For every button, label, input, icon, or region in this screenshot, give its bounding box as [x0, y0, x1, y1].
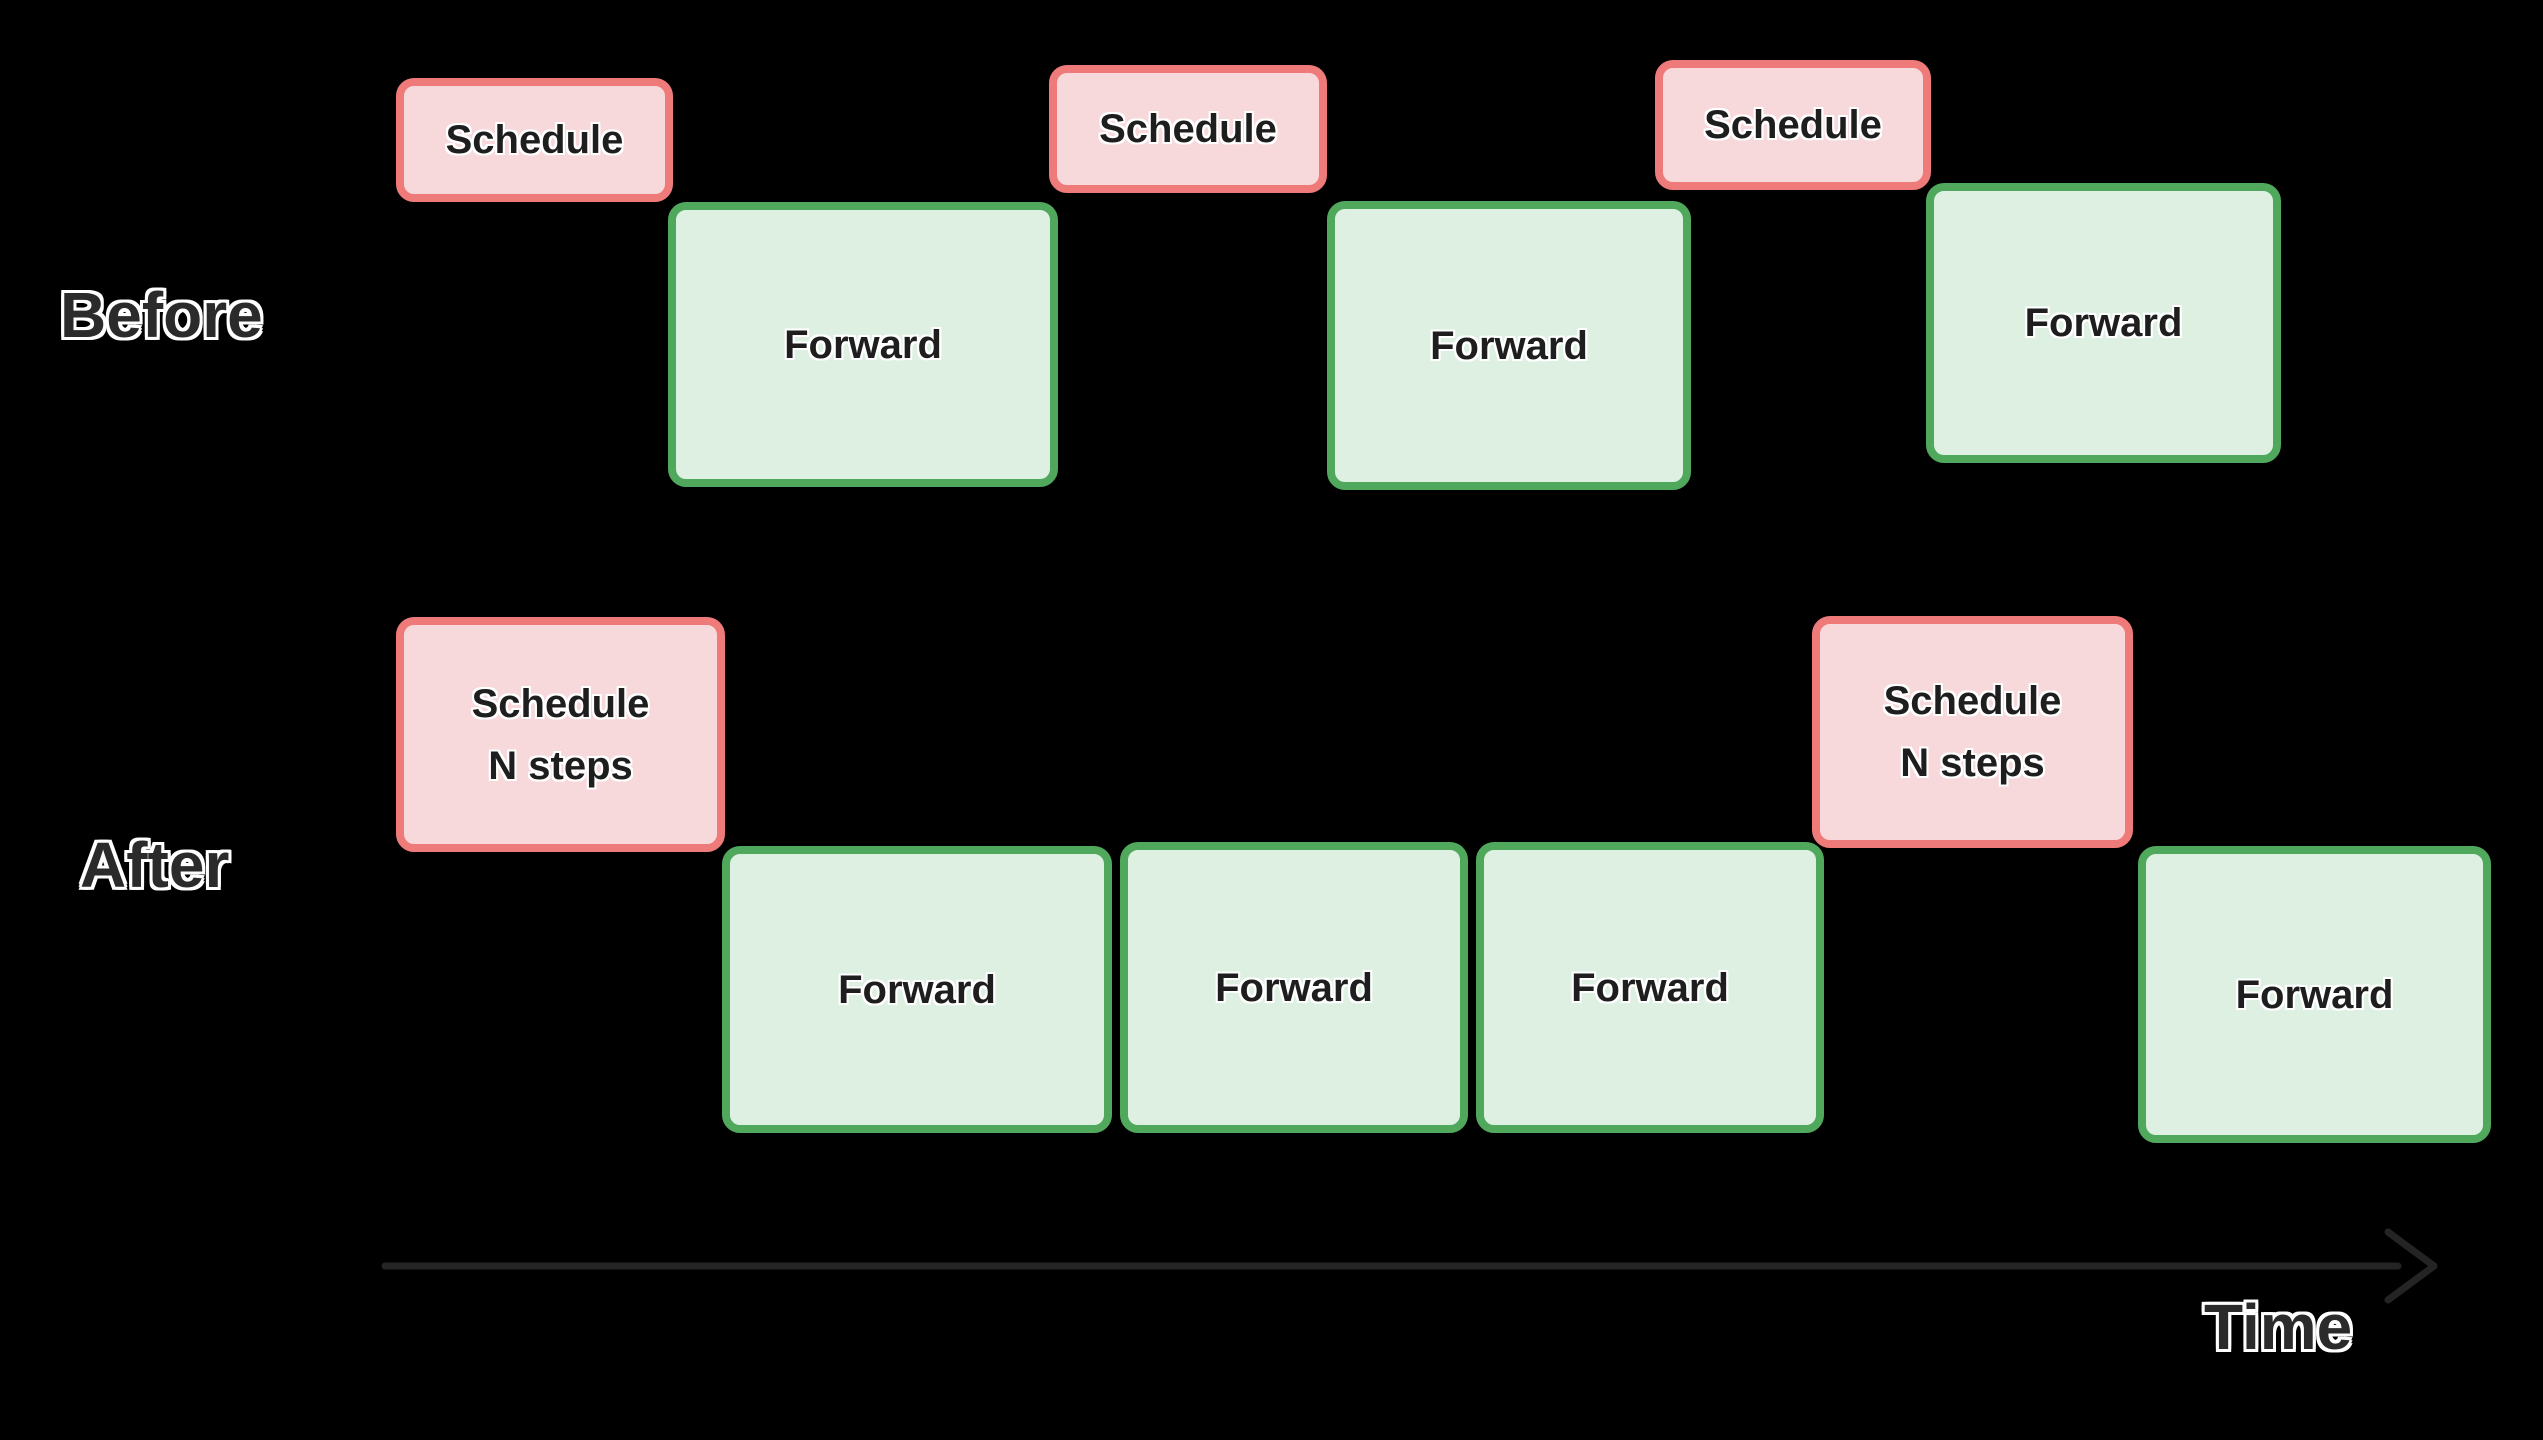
- after-schedule-n-1-label-line2: N steps: [488, 743, 633, 788]
- after-schedule-n-2-label-line1: Schedule: [1883, 679, 2062, 723]
- arrowhead-icon: [2384, 1228, 2438, 1304]
- before-forward-3-box: Forward: [1926, 183, 2281, 463]
- before-forward-3-label: Forward: [2024, 301, 2183, 345]
- before-row-label: Before: [60, 279, 263, 351]
- after-forward-1-box: Forward: [722, 846, 1112, 1133]
- before-forward-2-box: Forward: [1327, 201, 1691, 490]
- before-forward-1-label: Forward: [784, 322, 942, 367]
- before-schedule-1-box: Schedule: [396, 78, 673, 202]
- after-forward-4-label: Forward: [2235, 972, 2394, 1017]
- after-forward-4-box: Forward: [2138, 846, 2491, 1143]
- before-schedule-3-label: Schedule: [1704, 103, 1882, 147]
- after-forward-2-label: Forward: [1215, 965, 1373, 1010]
- time-axis-label: Time: [2204, 1291, 2353, 1363]
- before-forward-1-box: Forward: [668, 202, 1058, 487]
- after-row-label: After: [80, 829, 230, 901]
- after-schedule-n-1-label-line1: Schedule: [471, 681, 650, 726]
- after-forward-1-label: Forward: [838, 967, 996, 1012]
- after-forward-2-box: Forward: [1120, 842, 1468, 1133]
- after-schedule-n-1-box: Schedule N steps: [396, 617, 725, 852]
- before-schedule-2-box: Schedule: [1049, 65, 1327, 193]
- before-schedule-3-box: Schedule: [1655, 60, 1931, 190]
- before-schedule-1-label: Schedule: [445, 118, 624, 162]
- after-schedule-n-2-box: Schedule N steps: [1812, 616, 2133, 848]
- before-forward-2-label: Forward: [1430, 323, 1588, 368]
- after-schedule-n-2-label-line2: N steps: [1900, 741, 2045, 785]
- after-forward-3-box: Forward: [1476, 842, 1824, 1133]
- after-forward-3-label: Forward: [1571, 965, 1729, 1010]
- before-schedule-2-label: Schedule: [1099, 107, 1277, 151]
